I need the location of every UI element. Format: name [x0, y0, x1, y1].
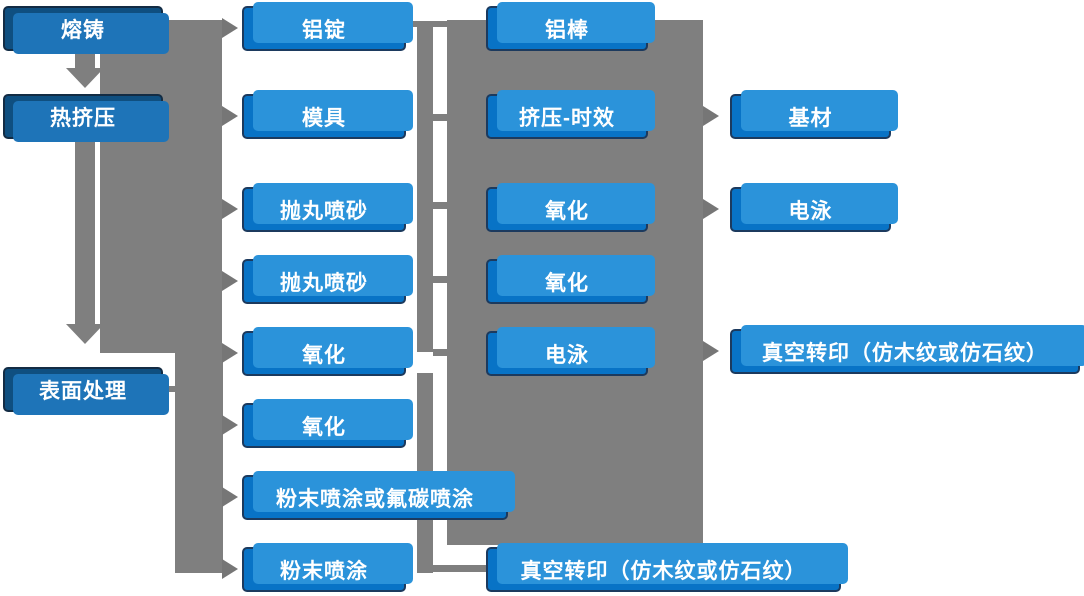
connector-bridge-5 [433, 349, 447, 356]
connector-shaft-extrusion [75, 140, 95, 324]
connector-bridge-2 [433, 114, 447, 121]
right-arrowhead-11 [703, 341, 719, 361]
node-yanghua1: 氧化 [242, 327, 413, 376]
right-arrowhead-4 [222, 271, 238, 291]
node-paowan2: 抛丸喷砂 [242, 255, 413, 304]
node-jiya-shixiao: 挤压-时效 [486, 90, 655, 139]
right-arrowhead-5 [222, 343, 238, 363]
connector-band-left-lower [175, 353, 223, 573]
right-arrowhead-9 [703, 106, 719, 126]
node-jicai: 基材 [730, 90, 898, 139]
connector-bridge-4 [433, 276, 447, 283]
node-dianyong1: 电泳 [486, 327, 655, 376]
node-yanghua2: 氧化 [242, 399, 413, 448]
node-biaomian: 表面处理 [3, 367, 169, 415]
connector-band-left-upper [100, 20, 222, 353]
right-arrowhead-6 [222, 415, 238, 435]
node-lubang: 铝棒 [486, 2, 655, 51]
node-moju: 模具 [242, 90, 413, 139]
connector-tick-surface [163, 386, 177, 392]
connector-strip-mid-upper [417, 21, 433, 352]
down-arrowhead-2 [66, 324, 104, 344]
node-zhenkong2: 真空转印（仿木纹或仿石纹） [730, 325, 1084, 374]
right-arrowhead-10 [703, 199, 719, 219]
node-luding: 铝锭 [242, 2, 413, 51]
node-rejiya: 热挤压 [3, 94, 169, 142]
connector-bridge-3 [433, 202, 447, 209]
down-arrowhead-1 [66, 68, 104, 88]
right-arrowhead-8 [222, 559, 238, 579]
node-dianyong2: 电泳 [730, 183, 898, 232]
connector-bridge-1 [410, 21, 447, 27]
node-rongzhu: 熔铸 [3, 6, 169, 54]
right-arrowhead-3 [222, 199, 238, 219]
node-zhenkong1: 真空转印（仿木纹或仿石纹） [486, 543, 848, 592]
node-paowan1: 抛丸喷砂 [242, 183, 413, 232]
right-arrowhead-2 [222, 106, 238, 126]
node-fenmo: 粉末喷涂 [242, 543, 413, 592]
right-arrowhead-7 [222, 487, 238, 507]
node-fenmo-or-futan: 粉末喷涂或氟碳喷涂 [242, 471, 515, 520]
connector-bridge-6 [433, 565, 486, 572]
node-yanghua3: 氧化 [486, 183, 655, 232]
right-arrowhead-1 [222, 18, 238, 38]
node-yanghua4: 氧化 [486, 255, 655, 304]
